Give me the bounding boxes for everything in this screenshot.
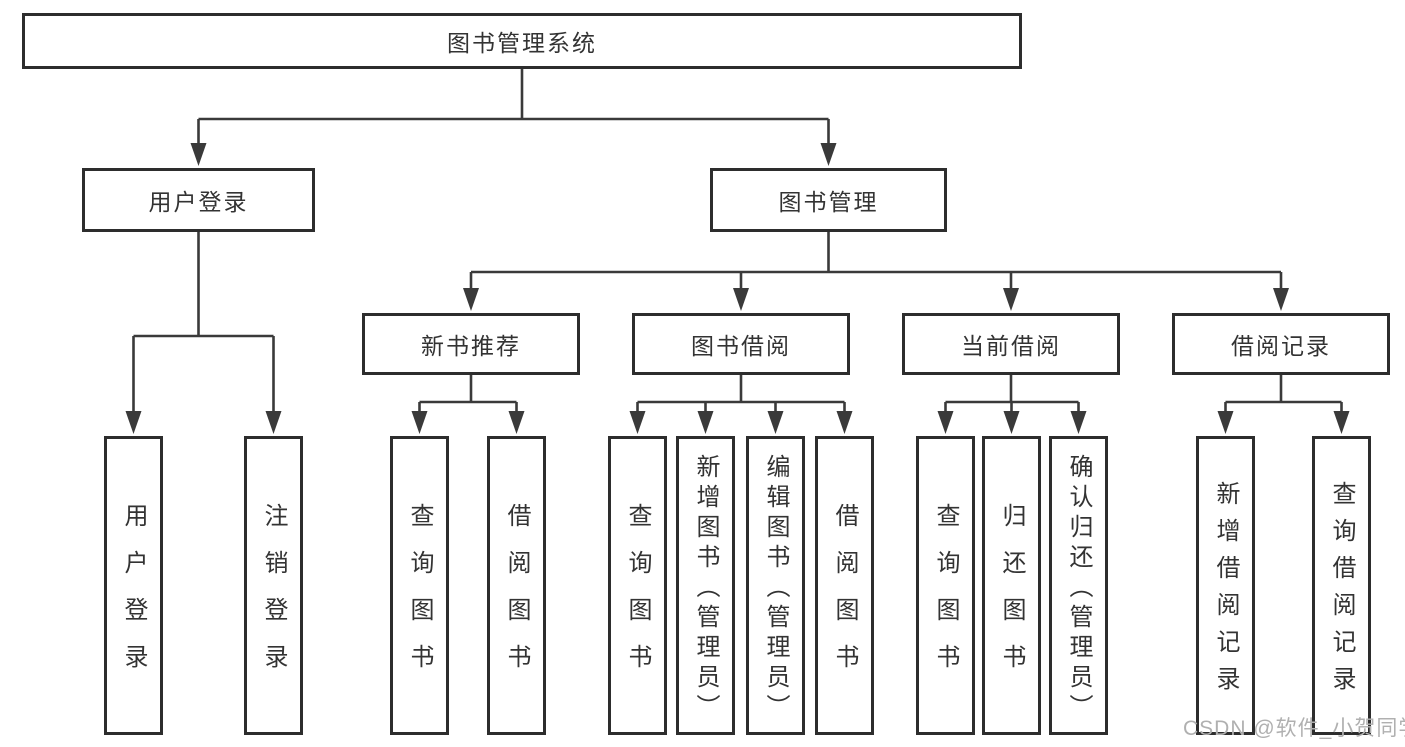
leaf-label: 查询借阅记录	[1328, 481, 1355, 703]
csdn-watermark: CSDN @软件_小贺同学	[1183, 717, 1405, 740]
node-system-root: 图书管理系统	[22, 13, 1022, 69]
node-user-login: 用户登录	[82, 168, 315, 232]
node-label: 图书管理系统	[447, 30, 597, 56]
leaf-borrow-books: 借阅图书	[815, 436, 874, 735]
leaf-label: 确认归还（管理员）	[1065, 453, 1092, 724]
node-label: 新书推荐	[421, 333, 521, 359]
leaf-label: 新增图书（管理员）	[692, 453, 719, 724]
leaf-user-login: 用户登录	[104, 436, 163, 735]
leaf-label: 查询图书	[932, 503, 959, 691]
leaf-query-books-current: 查询图书	[916, 436, 975, 735]
node-label: 用户登录	[148, 189, 249, 215]
leaf-label: 编辑图书（管理员）	[762, 453, 789, 724]
leaf-query-books-borrow: 查询图书	[608, 436, 667, 735]
leaf-borrow-books-recommend: 借阅图书	[487, 436, 546, 735]
leaf-return-book: 归还图书	[982, 436, 1041, 735]
leaf-add-book-admin: 新增图书（管理员）	[676, 436, 735, 735]
leaf-label: 注销登录	[260, 503, 287, 691]
leaf-label: 借阅图书	[831, 503, 858, 691]
node-current-borrowing: 当前借阅	[902, 313, 1120, 375]
node-borrowing-records: 借阅记录	[1172, 313, 1390, 375]
node-label: 借阅记录	[1231, 333, 1331, 359]
node-label: 图书管理	[778, 189, 879, 215]
leaf-confirm-return-admin: 确认归还（管理员）	[1049, 436, 1108, 735]
leaf-logout: 注销登录	[244, 436, 303, 735]
leaf-query-borrow-record: 查询借阅记录	[1312, 436, 1371, 735]
leaf-add-borrow-record: 新增借阅记录	[1196, 436, 1255, 735]
node-label: 图书借阅	[691, 333, 791, 359]
leaf-label: 借阅图书	[503, 503, 530, 691]
leaf-label: 用户登录	[120, 503, 147, 691]
leaf-label: 查询图书	[624, 503, 651, 691]
node-new-book-recommend: 新书推荐	[362, 313, 580, 375]
node-book-management: 图书管理	[710, 168, 947, 232]
node-label: 当前借阅	[961, 333, 1061, 359]
leaf-edit-book-admin: 编辑图书（管理员）	[746, 436, 805, 735]
leaf-query-books-recommend: 查询图书	[390, 436, 449, 735]
leaf-label: 归还图书	[998, 503, 1025, 691]
leaf-label: 新增借阅记录	[1212, 481, 1239, 703]
leaf-label: 查询图书	[406, 503, 433, 691]
node-book-borrowing: 图书借阅	[632, 313, 850, 375]
